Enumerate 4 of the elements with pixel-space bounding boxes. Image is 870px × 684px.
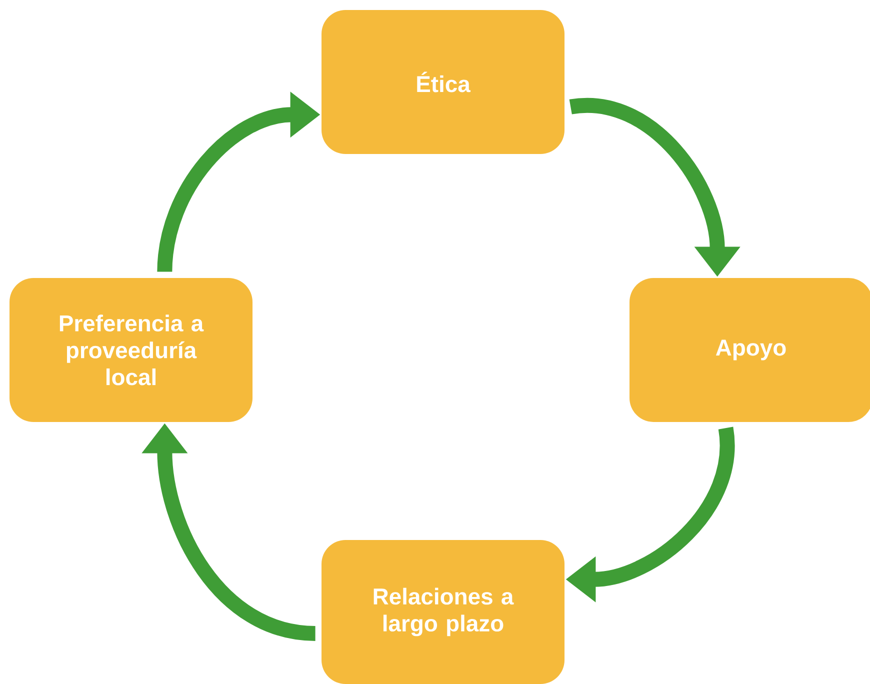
- process-box: Preferencia a proveeduría local: [10, 278, 252, 422]
- process-box: Relaciones a largo plazo: [322, 540, 564, 684]
- process-box: Apoyo: [630, 278, 870, 422]
- process-box: Ética: [322, 10, 564, 154]
